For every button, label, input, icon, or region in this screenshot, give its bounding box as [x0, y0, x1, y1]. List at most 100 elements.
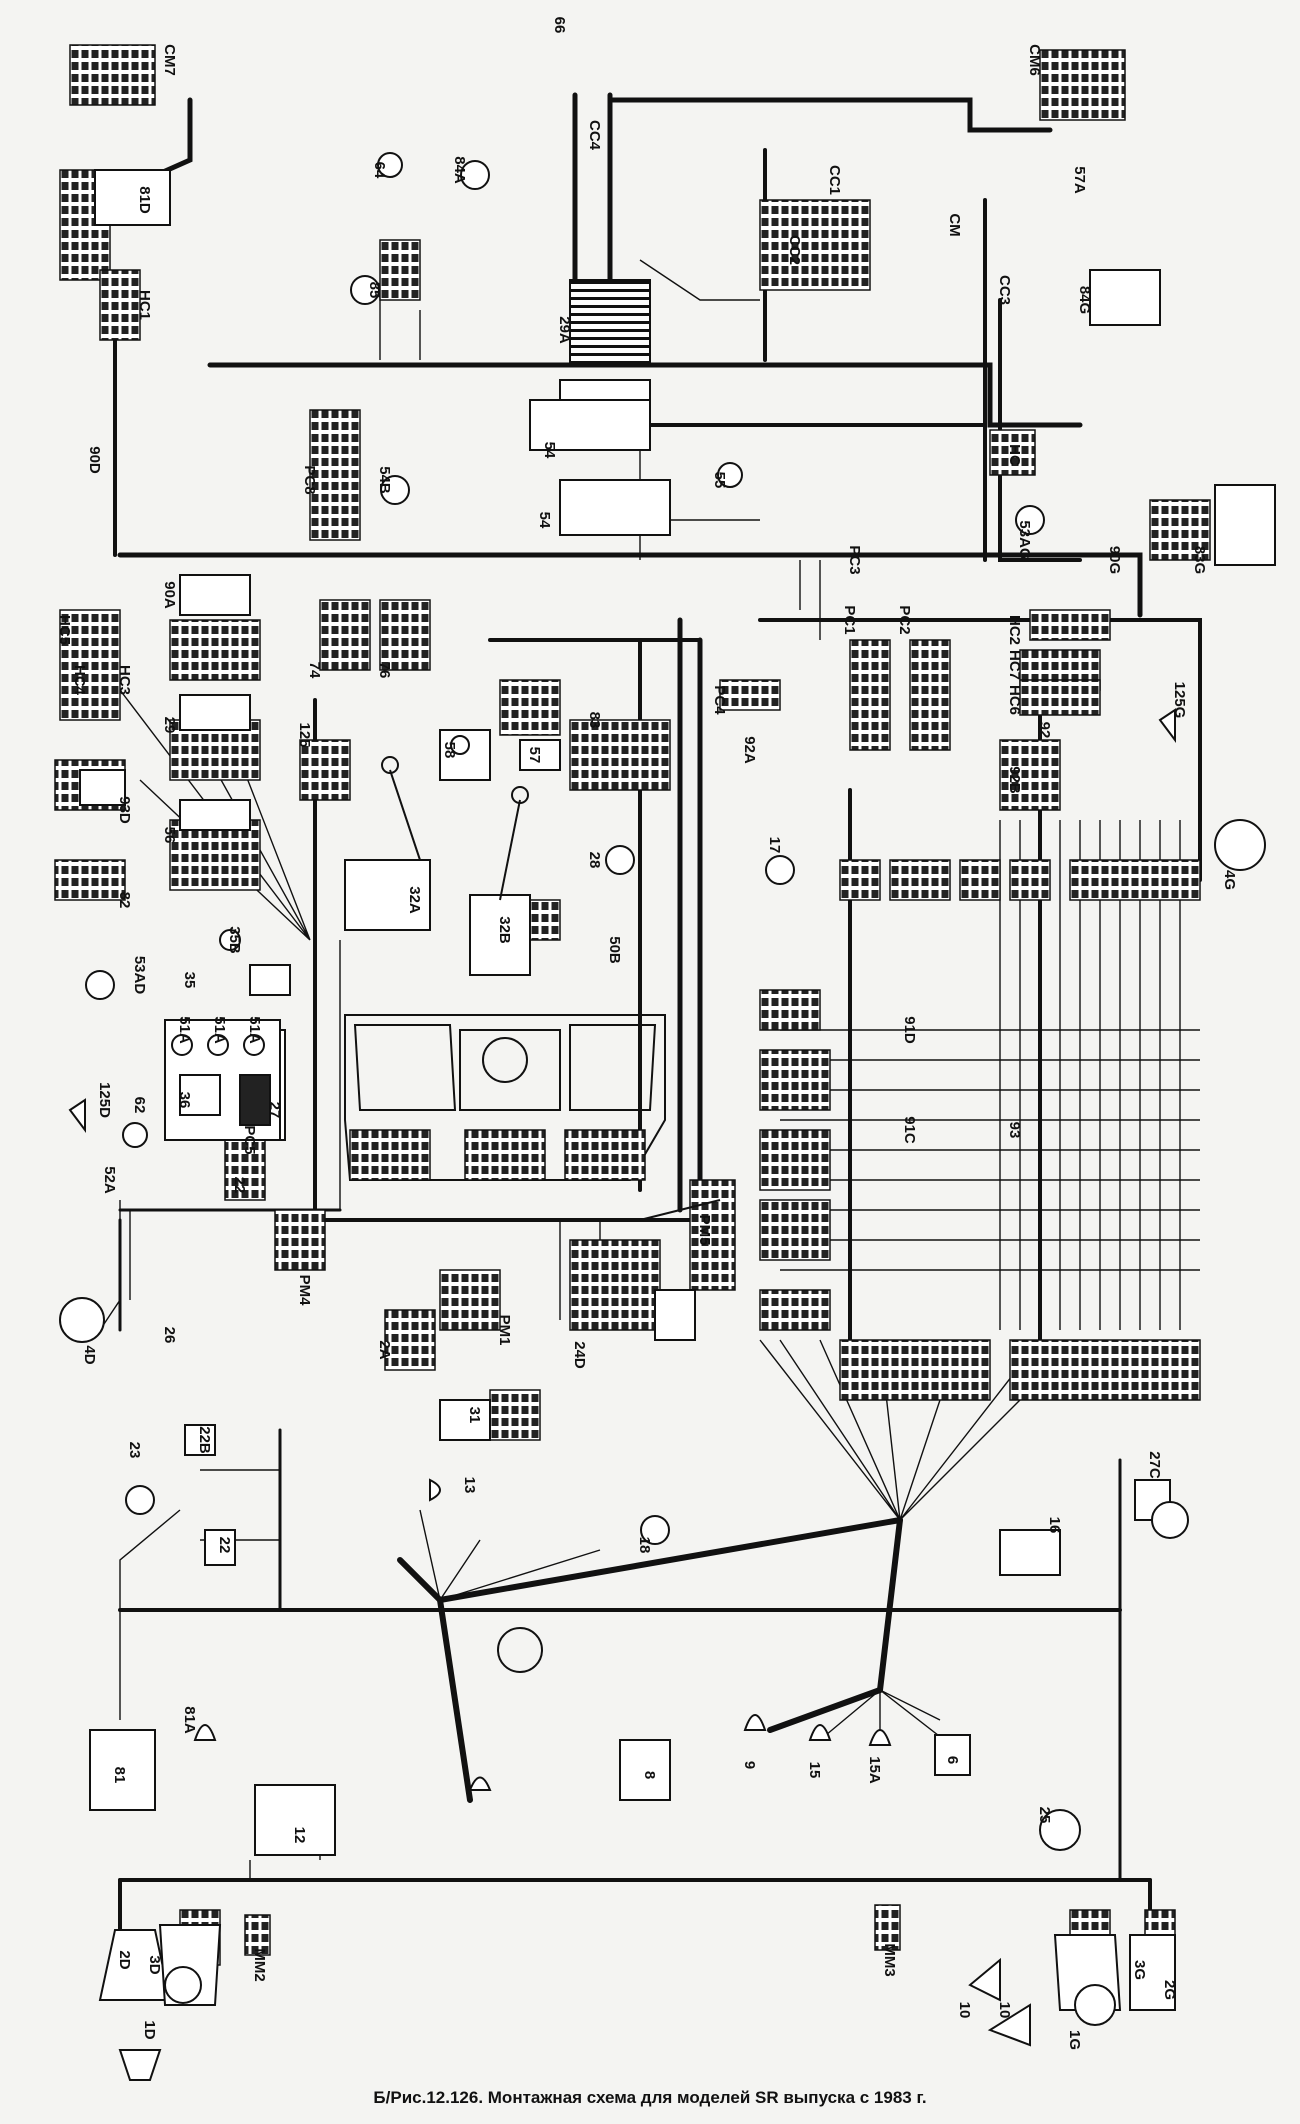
component-label-c27c: 27C	[1146, 1451, 1163, 1479]
component-label-c22: 22	[216, 1537, 233, 1554]
headlamps	[98, 1924, 1176, 2081]
component-label-c22b: 22B	[196, 1426, 213, 1454]
component-label-pm4: PM4	[296, 1275, 313, 1307]
component-label-c15: 15	[806, 1762, 823, 1779]
component-label-c16: 16	[1046, 1517, 1063, 1534]
component-label-c62: 62	[131, 1097, 148, 1114]
component-label-c25: 25	[1036, 1807, 1053, 1824]
component-label-c53ag: 53AG	[1016, 520, 1033, 559]
component-label-c57: 57	[526, 747, 543, 764]
component-label-c28: 28	[586, 852, 603, 869]
component-label-pc5: PC5	[241, 1125, 258, 1154]
component-label-mm3: MM3	[881, 1943, 898, 1976]
component-label-mm2: MM2	[251, 1948, 268, 1981]
component-label-c29: 29	[161, 717, 178, 734]
component-label-c125g: 125G	[1171, 682, 1188, 719]
component-label-c17: 17	[766, 837, 783, 854]
component-label-c84a: 84A	[451, 156, 468, 184]
component-label-c23: 23	[126, 1442, 143, 1459]
component-label-c83g: 83G	[1191, 546, 1208, 574]
component-label-c36: 36	[176, 1092, 193, 1109]
component-label-c29a: 29A	[556, 316, 573, 344]
component-label-c51a3: 51A	[246, 1016, 263, 1044]
component-label-c13: 13	[461, 1477, 478, 1494]
component-label-c82: 82	[116, 892, 133, 909]
component-label-c35b: 35B	[226, 926, 243, 954]
component-label-c9: 9	[741, 1761, 758, 1769]
component-label-c18: 18	[636, 1537, 653, 1554]
component-label-c84g: 84G	[1076, 286, 1093, 314]
component-label-pc3: PC3	[846, 545, 863, 574]
component-label-c52a: 52A	[101, 1166, 118, 1194]
component-label-pm5: PM5	[696, 1215, 713, 1246]
component-label-c4d: 4D	[81, 1345, 98, 1364]
round-components	[59, 152, 1266, 1851]
component-label-cm: CM	[946, 213, 963, 236]
component-label-c2d: 2D	[116, 1950, 133, 1969]
component-label-cc2: CC2	[786, 235, 803, 265]
component-label-hc6: HC6	[1006, 685, 1023, 715]
component-label-c90a: 90A	[161, 581, 178, 609]
component-label-c90d: 90D	[86, 446, 103, 474]
component-label-c74: 74	[306, 662, 323, 679]
component-label-hc4: HC4	[71, 665, 88, 696]
gauge-cluster-symbols	[164, 1019, 281, 1141]
component-label-c31: 31	[466, 1407, 483, 1424]
component-label-pc1: PC1	[841, 605, 858, 634]
component-label-pc4: PC4	[711, 685, 728, 715]
component-label-c125: 125	[296, 722, 313, 747]
component-label-c91d: 91D	[901, 1016, 918, 1044]
component-label-c92b: 92B	[1006, 766, 1023, 794]
component-label-c83: 83	[586, 712, 603, 729]
component-label-c66: 66	[551, 17, 568, 34]
component-label-c92a: 92A	[741, 736, 758, 764]
component-label-c6: 6	[944, 1756, 961, 1764]
component-label-c58: 58	[441, 742, 458, 759]
component-label-c50b: 50B	[606, 936, 623, 964]
component-label-cm7: CM7	[161, 44, 178, 76]
component-label-c35: 35	[181, 972, 198, 989]
component-label-c10a: 10	[956, 2002, 973, 2019]
component-label-pc2: PC2	[896, 605, 913, 634]
component-label-c8: 8	[641, 1771, 658, 1779]
heater-radiator-graphic	[569, 279, 651, 366]
component-label-hc2: HC2	[1006, 615, 1023, 645]
component-label-c15a: 15A	[866, 1756, 883, 1784]
component-label-c3g: 3G	[1131, 1960, 1148, 1980]
component-label-c125d: 125D	[96, 1082, 113, 1118]
component-label-c81: 81	[111, 1767, 128, 1784]
component-label-c54b: 54B	[376, 466, 393, 494]
component-label-c92: 92	[1036, 722, 1053, 739]
component-label-c90g: 90G	[1106, 546, 1123, 574]
component-label-c27: 27	[266, 1102, 283, 1119]
component-label-hc5: HC5	[56, 615, 73, 645]
component-label-c22a: 22	[231, 1177, 248, 1194]
bulbs	[193, 1478, 892, 1791]
component-label-cc4: CC4	[586, 120, 603, 151]
component-label-c3d: 3D	[146, 1955, 163, 1974]
component-label-c54a: 54	[541, 442, 558, 459]
component-label-c51a1: 51A	[176, 1016, 193, 1044]
component-label-c55: 55	[711, 472, 728, 489]
component-label-c85: 85	[366, 282, 383, 299]
harness-trunks	[97, 92, 1202, 1932]
component-label-c10b: 10	[996, 2002, 1013, 2019]
horns	[68, 708, 1176, 2047]
component-label-hc: HC	[1006, 444, 1023, 466]
column-switches	[381, 756, 721, 1221]
component-label-c4g: 4G	[1221, 870, 1238, 890]
component-label-c57a: 57A	[1071, 166, 1088, 194]
component-label-c51a2: 51A	[211, 1016, 228, 1044]
component-label-c81a: 81A	[181, 1706, 198, 1734]
component-label-pc8: PC8	[301, 465, 318, 494]
component-label-c53ad: 53AD	[131, 956, 148, 995]
component-label-c2g: 2G	[1161, 1980, 1178, 2000]
component-label-hc3: HC3	[116, 665, 133, 695]
component-label-c2a: 2A	[376, 1340, 393, 1359]
component-label-pm1: PM1	[496, 1315, 513, 1346]
component-label-c1d: 1D	[141, 2020, 158, 2039]
component-label-c56: 56	[161, 827, 178, 844]
